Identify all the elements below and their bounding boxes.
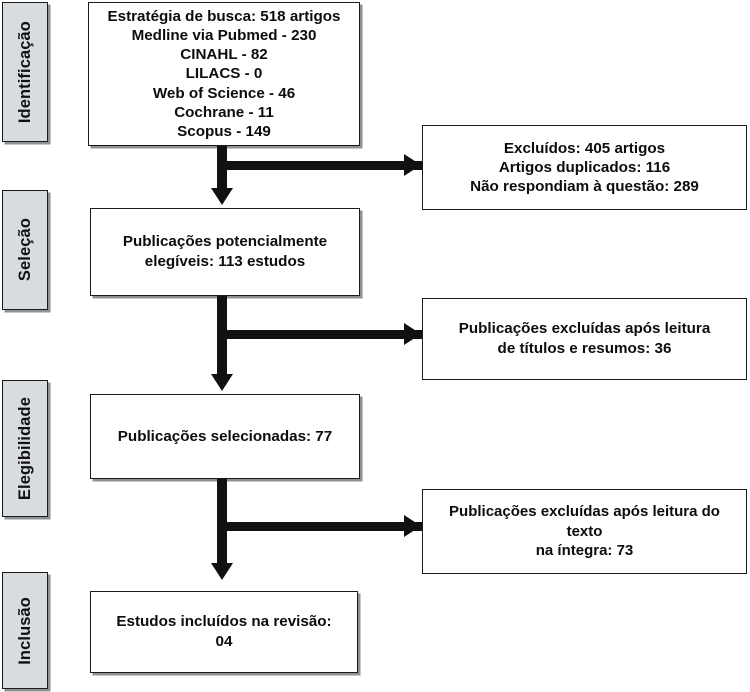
connector-line-to-excluded-identification [217,161,422,170]
excluded-identification-box: Excluídos: 405 artigos Artigos duplicado… [422,125,747,210]
connector-line-to-excluded-screening [217,330,422,339]
inclusion-box-text: Estudos incluídos na revisão: 04 [116,613,332,650]
excluded-eligibility-text: Publicações excluídas após leitura do te… [449,503,720,560]
stage-label-inclusao: Inclusão [15,596,34,665]
arrowhead-down-to-eligibility [211,374,233,391]
stage-label-identificacao: Identificação [15,20,34,124]
inclusion-box: Estudos incluídos na revisão: 04 [90,591,358,673]
arrowhead-right-to-excluded-screening [404,323,421,345]
screening-box: Publicações potencialmente elegíveis: 11… [90,208,360,296]
stage-box-inclusao: Inclusão [2,572,48,689]
stage-box-identificacao: Identificação [2,2,48,142]
excluded-screening-box: Publicações excluídas após leitura de tí… [422,298,747,380]
connector-line-to-excluded-eligibility [217,522,422,531]
stage-box-elegibilidade: Elegibilidade [2,380,48,517]
eligibility-box: Publicações selecionadas: 77 [90,394,360,479]
eligibility-box-text: Publicações selecionadas: 77 [117,427,333,445]
stage-box-selecao: Seleção [2,190,48,310]
arrowhead-right-to-excluded-identification [404,154,421,176]
arrowhead-down-to-inclusion [211,563,233,580]
identification-box: Estratégia de busca: 518 artigos Medline… [88,2,360,146]
excluded-eligibility-box: Publicações excluídas após leitura do te… [422,489,747,574]
excluded-identification-text: Excluídos: 405 artigos Artigos duplicado… [470,139,699,196]
arrowhead-right-to-excluded-eligibility [404,515,421,537]
stage-label-selecao: Seleção [15,218,34,282]
excluded-screening-text: Publicações excluídas após leitura de tí… [458,320,711,357]
screening-box-text: Publicações potencialmente elegíveis: 11… [122,233,328,270]
identification-box-text: Estratégia de busca: 518 artigos Medline… [107,8,341,140]
stage-label-elegibilidade: Elegibilidade [15,396,34,501]
arrowhead-down-to-screening [211,188,233,205]
